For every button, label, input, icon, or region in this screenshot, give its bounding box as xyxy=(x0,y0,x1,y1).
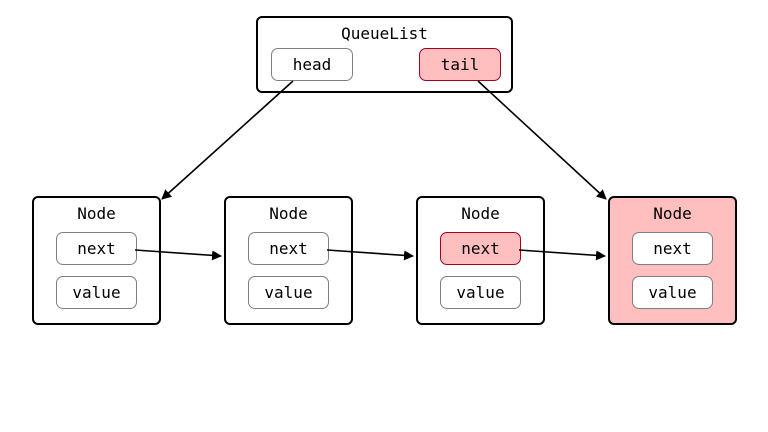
node-title: Node xyxy=(77,204,116,223)
node-next-field: next xyxy=(632,232,713,265)
node-value-field: value xyxy=(440,276,521,309)
node-next-field: next xyxy=(248,232,329,265)
next-pointer-arrow-3 xyxy=(518,249,606,261)
queuelist-box: QueueList head tail xyxy=(256,16,513,93)
head-pointer-arrow xyxy=(161,80,294,200)
node-box-4-highlighted: Node next value xyxy=(608,196,737,325)
node-title: Node xyxy=(269,204,308,223)
queuelist-title: QueueList xyxy=(341,24,428,43)
node-title: Node xyxy=(653,204,692,223)
node-next-field-highlighted: next xyxy=(440,232,521,265)
node-value-field: value xyxy=(56,276,137,309)
node-next-field: next xyxy=(56,232,137,265)
node-title: Node xyxy=(461,204,500,223)
tail-field: tail xyxy=(419,48,501,81)
next-pointer-arrow-2 xyxy=(326,249,414,261)
node-value-field: value xyxy=(632,276,713,309)
node-box-2: Node next value xyxy=(224,196,353,325)
node-box-3: Node next value xyxy=(416,196,545,325)
node-box-1: Node next value xyxy=(32,196,161,325)
node-value-field: value xyxy=(248,276,329,309)
tail-pointer-arrow xyxy=(477,80,607,200)
next-pointer-arrow-1 xyxy=(134,249,222,261)
head-field: head xyxy=(271,48,353,81)
